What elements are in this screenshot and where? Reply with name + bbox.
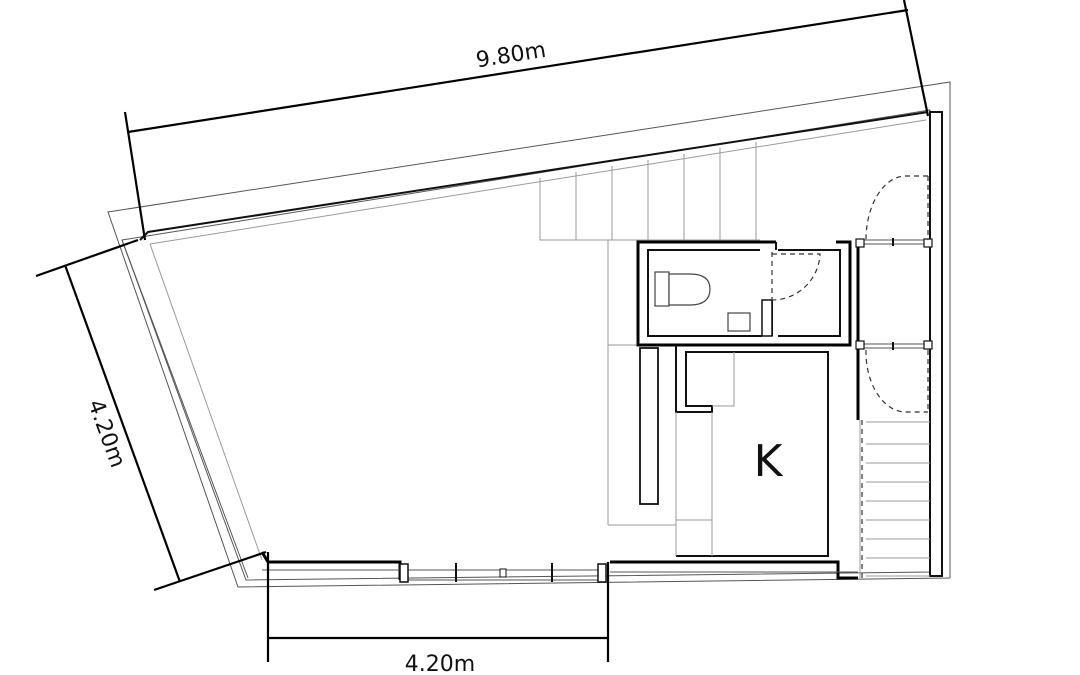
dimension-left-label: 4.20m (82, 396, 130, 471)
dimension-bottom (266, 552, 610, 662)
entrance-stairs (856, 350, 930, 578)
staircase-upper (539, 142, 760, 526)
exterior-wall-outline (107, 81, 951, 588)
dimension-bottom-label: 4.20m (405, 652, 475, 675)
dimension-left (35, 238, 267, 592)
south-wall (260, 551, 858, 583)
dimension-top (123, 0, 930, 241)
toilet-icon (654, 271, 751, 332)
kitchen-label: K (754, 436, 784, 487)
entrance-doors (855, 175, 933, 413)
toilet-room (636, 240, 852, 347)
kitchen (639, 345, 829, 557)
